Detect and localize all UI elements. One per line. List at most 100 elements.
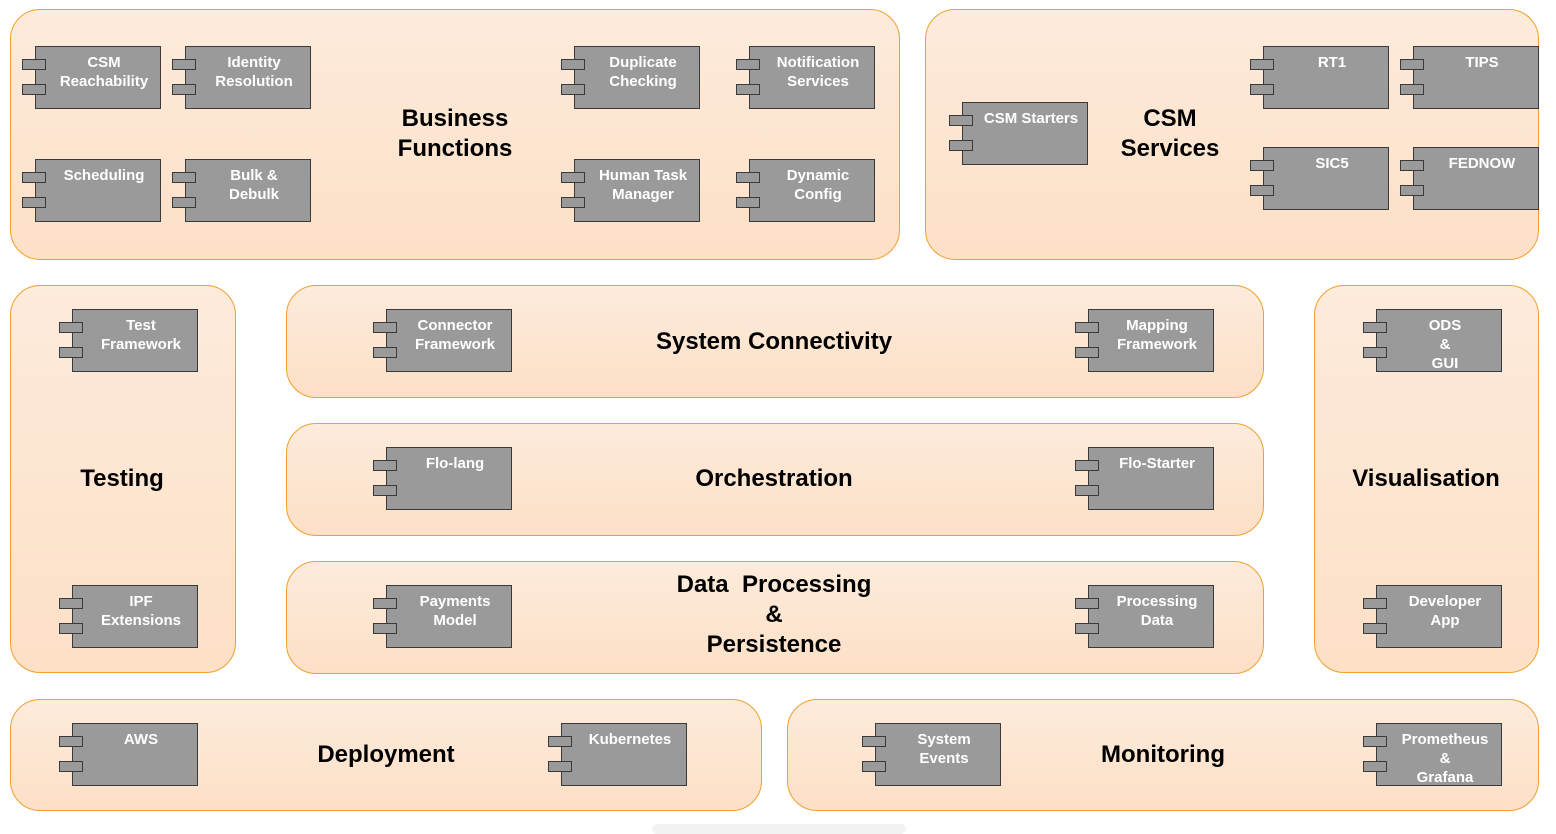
component-port-icon bbox=[862, 761, 886, 772]
component-port-icon bbox=[1250, 59, 1274, 70]
component-port-icon bbox=[1400, 59, 1424, 70]
component-port-icon bbox=[1363, 598, 1387, 609]
component-port-icon bbox=[22, 84, 46, 95]
component-port-icon bbox=[22, 172, 46, 183]
component-label: Scheduling bbox=[63, 167, 145, 184]
component-label: ODS & GUI bbox=[1428, 317, 1462, 372]
component-payments-model[interactable]: Payments Model bbox=[373, 585, 512, 648]
component-port-icon bbox=[172, 84, 196, 95]
component-port-icon bbox=[561, 172, 585, 183]
component-scheduling[interactable]: Scheduling bbox=[22, 159, 161, 222]
component-label: System Events bbox=[917, 731, 971, 767]
component-fednow[interactable]: FEDNOW bbox=[1400, 147, 1539, 210]
component-port-icon bbox=[1075, 598, 1099, 609]
component-label: Notification Services bbox=[776, 54, 860, 90]
component-developer-app[interactable]: Developer App bbox=[1363, 585, 1502, 648]
component-sic5[interactable]: SIC5 bbox=[1250, 147, 1389, 210]
component-test-framework[interactable]: Test Framework bbox=[59, 309, 198, 372]
component-label: Dynamic Config bbox=[786, 167, 850, 203]
group-title-csm-services: CSM Services bbox=[1120, 105, 1220, 162]
component-csm-starters[interactable]: CSM Starters bbox=[949, 102, 1088, 165]
group-title-data-processing: Data Processing & Persistence bbox=[676, 571, 872, 658]
component-port-icon bbox=[1075, 623, 1099, 634]
component-port-icon bbox=[736, 84, 760, 95]
component-notification-services[interactable]: Notification Services bbox=[736, 46, 875, 109]
component-port-icon bbox=[1250, 185, 1274, 196]
component-mapping-framework[interactable]: Mapping Framework bbox=[1075, 309, 1214, 372]
component-tips[interactable]: TIPS bbox=[1400, 46, 1539, 109]
component-flo-lang[interactable]: Flo-lang bbox=[373, 447, 512, 510]
group-title-orchestration: Orchestration bbox=[695, 465, 853, 492]
component-port-icon bbox=[59, 322, 83, 333]
component-label: TIPS bbox=[1465, 54, 1499, 71]
component-port-icon bbox=[1075, 460, 1099, 471]
component-port-icon bbox=[172, 172, 196, 183]
component-csm-reachability[interactable]: CSM Reachability bbox=[22, 46, 161, 109]
component-port-icon bbox=[172, 59, 196, 70]
component-label: Identity Resolution bbox=[215, 54, 293, 90]
component-label: Human Task Manager bbox=[598, 167, 688, 203]
component-port-icon bbox=[22, 59, 46, 70]
component-port-icon bbox=[561, 84, 585, 95]
component-connector-framework[interactable]: Connector Framework bbox=[373, 309, 512, 372]
component-label: SIC5 bbox=[1315, 155, 1349, 172]
component-identity-resolution[interactable]: Identity Resolution bbox=[172, 46, 311, 109]
component-bulk-debulk[interactable]: Bulk & Debulk bbox=[172, 159, 311, 222]
group-title-testing: Testing bbox=[80, 465, 164, 492]
component-label: Kubernetes bbox=[588, 731, 672, 748]
component-label: Test Framework bbox=[100, 317, 182, 353]
component-port-icon bbox=[1363, 347, 1387, 358]
component-kubernetes[interactable]: Kubernetes bbox=[548, 723, 687, 786]
component-label: FEDNOW bbox=[1448, 155, 1516, 172]
component-port-icon bbox=[373, 460, 397, 471]
component-human-task-manager[interactable]: Human Task Manager bbox=[561, 159, 700, 222]
group-title-business-functions: Business Functions bbox=[397, 105, 513, 162]
component-port-icon bbox=[1363, 322, 1387, 333]
component-label: IPF Extensions bbox=[100, 593, 182, 629]
component-flo-starter[interactable]: Flo-Starter bbox=[1075, 447, 1214, 510]
component-duplicate-checking[interactable]: Duplicate Checking bbox=[561, 46, 700, 109]
component-port-icon bbox=[561, 59, 585, 70]
component-system-events[interactable]: System Events bbox=[862, 723, 1001, 786]
component-port-icon bbox=[373, 322, 397, 333]
component-port-icon bbox=[59, 347, 83, 358]
component-port-icon bbox=[736, 197, 760, 208]
component-port-icon bbox=[373, 347, 397, 358]
component-port-icon bbox=[1363, 736, 1387, 747]
component-port-icon bbox=[1250, 160, 1274, 171]
component-ipf-extensions[interactable]: IPF Extensions bbox=[59, 585, 198, 648]
component-port-icon bbox=[22, 197, 46, 208]
component-port-icon bbox=[1363, 623, 1387, 634]
component-aws[interactable]: AWS bbox=[59, 723, 198, 786]
component-port-icon bbox=[59, 736, 83, 747]
component-port-icon bbox=[1075, 322, 1099, 333]
component-label: Bulk & Debulk bbox=[228, 167, 279, 203]
component-port-icon bbox=[736, 59, 760, 70]
component-port-icon bbox=[373, 485, 397, 496]
component-ods-gui[interactable]: ODS & GUI bbox=[1363, 309, 1502, 372]
component-port-icon bbox=[862, 736, 886, 747]
component-port-icon bbox=[59, 598, 83, 609]
component-label: Processing Data bbox=[1116, 593, 1198, 629]
group-title-visualisation: Visualisation bbox=[1352, 465, 1500, 492]
component-label: Connector Framework bbox=[414, 317, 496, 353]
component-port-icon bbox=[59, 623, 83, 634]
component-port-icon bbox=[373, 623, 397, 634]
component-port-icon bbox=[172, 197, 196, 208]
component-prometheus-grafana[interactable]: Prometheus & Grafana bbox=[1363, 723, 1502, 786]
component-port-icon bbox=[1363, 761, 1387, 772]
component-port-icon bbox=[373, 598, 397, 609]
component-label: Flo-lang bbox=[425, 455, 485, 472]
component-port-icon bbox=[1400, 160, 1424, 171]
component-port-icon bbox=[1400, 84, 1424, 95]
component-label: Flo-Starter bbox=[1119, 455, 1195, 472]
component-port-icon bbox=[59, 761, 83, 772]
component-label: Payments Model bbox=[419, 593, 491, 629]
component-port-icon bbox=[949, 115, 973, 126]
component-port-icon bbox=[736, 172, 760, 183]
component-dynamic-config[interactable]: Dynamic Config bbox=[736, 159, 875, 222]
component-label: Duplicate Checking bbox=[609, 54, 677, 90]
component-rt1[interactable]: RT1 bbox=[1250, 46, 1389, 109]
component-port-icon bbox=[1075, 485, 1099, 496]
component-processing-data[interactable]: Processing Data bbox=[1075, 585, 1214, 648]
